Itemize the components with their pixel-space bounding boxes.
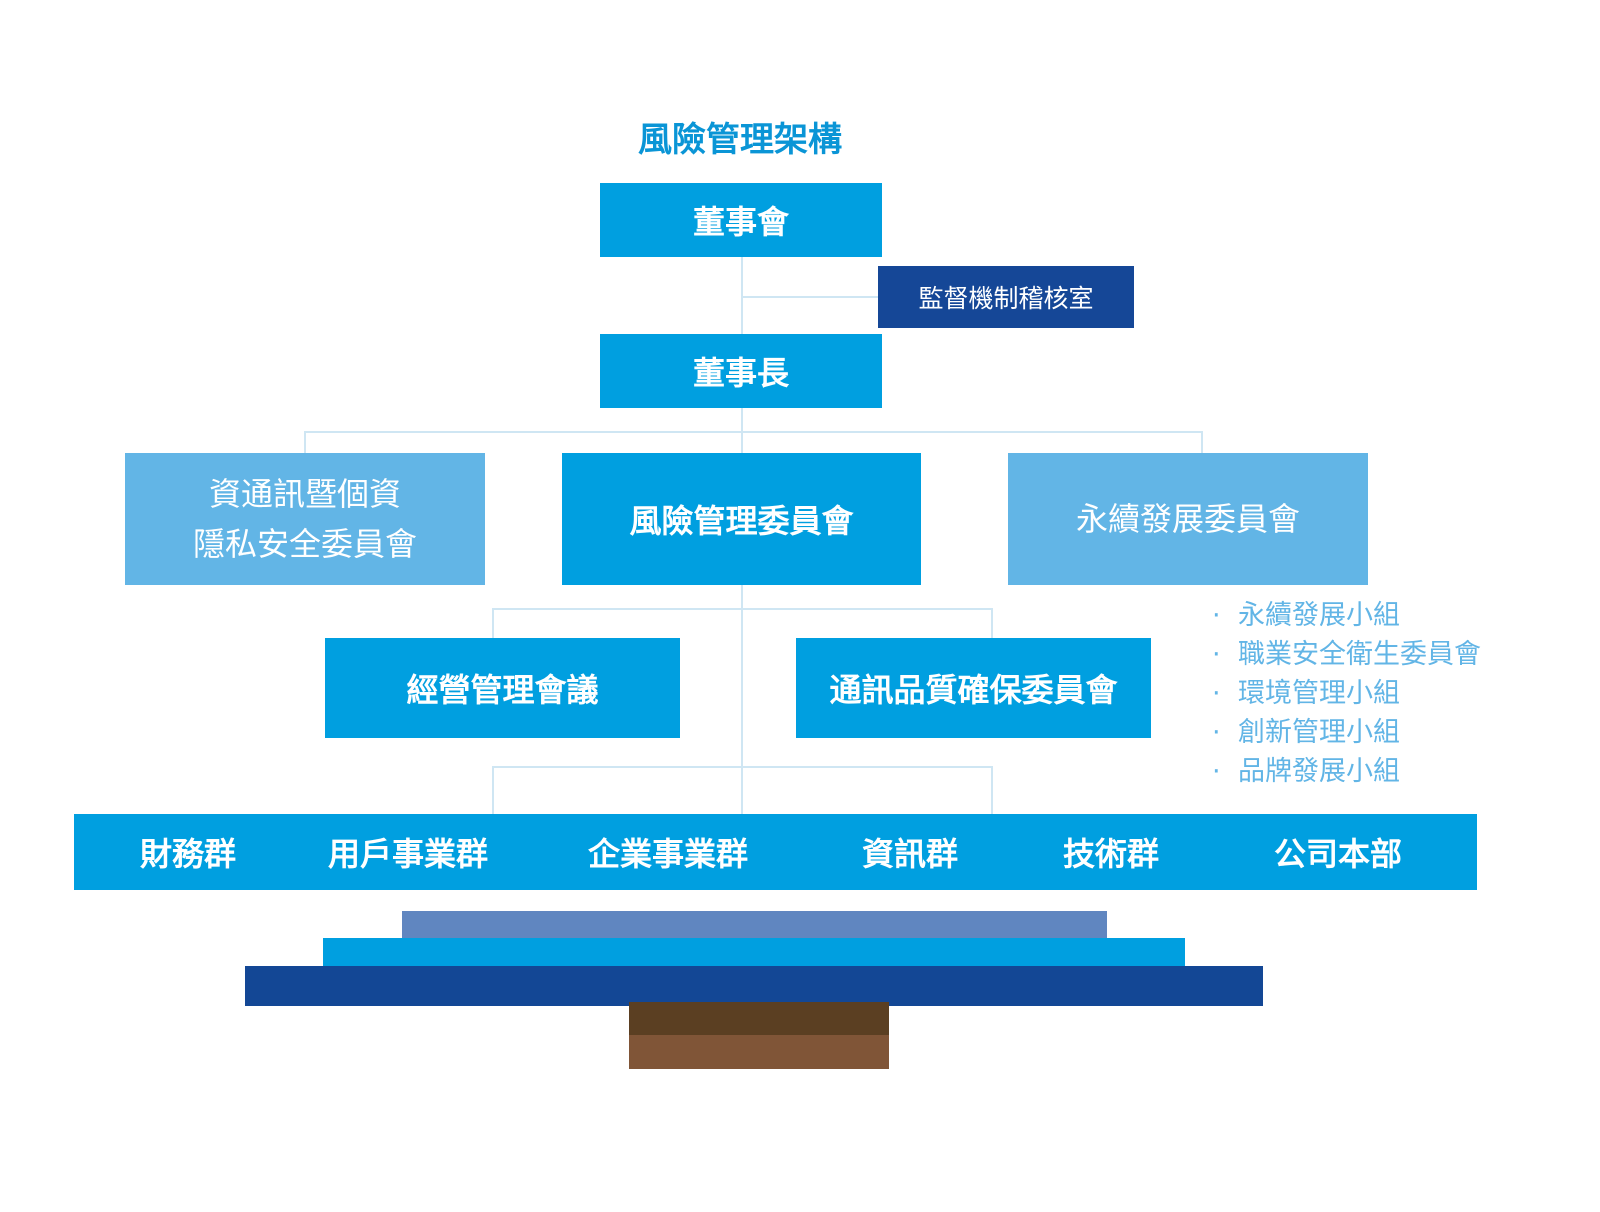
- group-label: 永續發展小組: [1238, 600, 1400, 631]
- risk-committee-box: 風險管理委員會: [562, 453, 921, 585]
- dept-consumer: 用戶事業群: [327, 835, 488, 873]
- list-item: · 環境管理小組: [1212, 674, 1481, 713]
- list-item: · 永續發展小組: [1212, 596, 1481, 635]
- foundation-layer-1: [402, 911, 1107, 941]
- connector-left-drop: [304, 431, 306, 453]
- sustainability-committee-box: 永續發展委員會: [1008, 453, 1368, 585]
- connector-sub-right: [991, 608, 993, 638]
- bullet: ·: [1212, 756, 1221, 787]
- list-item: · 職業安全衛生委員會: [1212, 635, 1481, 674]
- bullet: ·: [1212, 639, 1221, 670]
- connector-dept: [492, 766, 993, 768]
- foundation-base-top: [629, 1002, 889, 1035]
- list-item: · 品牌發展小組: [1212, 752, 1481, 791]
- connector-committees: [304, 431, 1202, 433]
- foundation-layer-3: [245, 966, 1263, 1006]
- group-label: 品牌發展小組: [1238, 756, 1400, 787]
- connector-dept-right: [991, 766, 993, 814]
- infosec-committee-line1: 資通訊暨個資: [208, 475, 401, 513]
- dept-technology: 技術群: [1062, 835, 1159, 873]
- bullet: ·: [1212, 678, 1221, 709]
- management-meeting-box: 經營管理會議: [325, 638, 680, 738]
- diagram-title: 風險管理架構: [638, 120, 842, 160]
- connector-sub-left: [492, 608, 494, 638]
- group-label: 環境管理小組: [1238, 678, 1400, 709]
- departments-bar: [74, 814, 1477, 890]
- foundation-layer-2: [323, 938, 1185, 967]
- chairman-box: 董事長: [600, 334, 882, 408]
- group-label: 職業安全衛生委員會: [1238, 639, 1481, 670]
- group-label: 創新管理小組: [1238, 717, 1400, 748]
- infosec-committee-line2: 隱私安全委員會: [192, 525, 417, 563]
- list-item: · 創新管理小組: [1212, 713, 1481, 752]
- dept-headquarters: 公司本部: [1273, 835, 1402, 873]
- connector-right-drop: [1201, 431, 1203, 453]
- connector-sub: [492, 608, 993, 610]
- dept-it: 資訊群: [861, 835, 958, 873]
- bullet: ·: [1212, 717, 1221, 748]
- audit-office-box: 監督機制稽核室: [878, 266, 1134, 328]
- sustainability-groups-list: · 永續發展小組 · 職業安全衛生委員會 · 環境管理小組 · 創新管理小組 · 品牌發展…: [1212, 596, 1481, 791]
- infosec-committee-box: 資通訊暨個資 隱私安全委員會: [125, 453, 485, 585]
- board-box: 董事會: [600, 183, 882, 257]
- foundation-base-bottom: [629, 1035, 889, 1069]
- connector-dept-left: [492, 766, 494, 814]
- bullet: ·: [1212, 600, 1221, 631]
- connector-audit: [742, 296, 878, 298]
- dept-enterprise: 企業事業群: [587, 835, 748, 873]
- dept-finance: 財務群: [139, 835, 236, 873]
- quality-assurance-box: 通訊品質確保委員會: [796, 638, 1151, 738]
